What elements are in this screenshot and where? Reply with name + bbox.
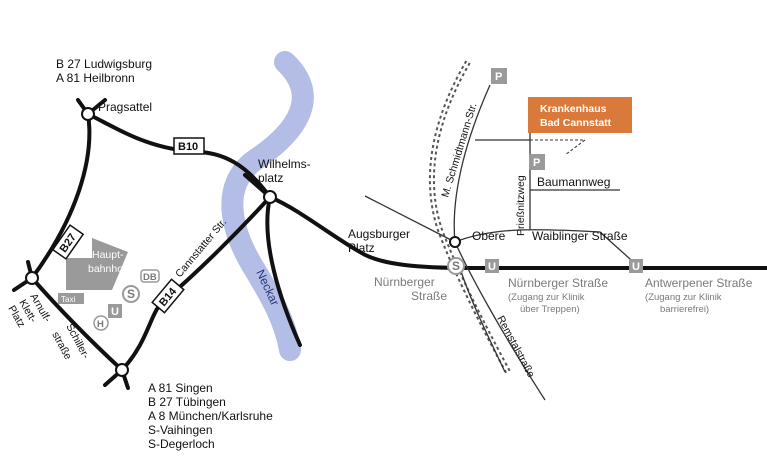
main-roads	[12, 98, 767, 390]
svg-text:S: S	[127, 287, 135, 301]
south-route-4: S-Vaihingen	[148, 423, 213, 437]
north-route-2: A 81 Heilbronn	[56, 71, 135, 85]
obere-label: Obere	[472, 229, 506, 243]
svg-text:U: U	[632, 261, 640, 273]
svg-text:Bad Cannstatt: Bad Cannstatt	[540, 117, 612, 129]
svg-text:P: P	[533, 157, 540, 169]
remstal-label: Remstalstraße	[494, 314, 537, 380]
ubahn-nuernberger-icon: U	[485, 259, 499, 273]
south-route-1: A 81 Singen	[148, 381, 213, 395]
svg-text:Haupt-: Haupt-	[92, 249, 124, 261]
junction-arnulf	[25, 271, 39, 285]
junctions	[25, 107, 461, 377]
schmidtmann-label: M. Schmidtmann-Str.	[439, 102, 479, 199]
bus-icon: H	[93, 315, 109, 331]
shield-b10: B10	[173, 137, 205, 155]
hospital-marker: Krankenhaus Bad Cannstatt	[528, 97, 632, 133]
svg-text:S: S	[452, 259, 460, 273]
augsburger-label-2: Platz	[348, 241, 375, 255]
parking-icon-2: P	[529, 154, 545, 170]
svg-text:B10: B10	[178, 141, 198, 153]
svg-text:H: H	[97, 319, 104, 330]
stop-nuernberger-label: Nürnberger Straße	[508, 276, 608, 290]
stop-antwerpener-note-1: (Zugang zur Klinik	[645, 292, 722, 303]
south-route-5: S-Degerloch	[148, 437, 215, 451]
priessnitz-label: Prießnitzweg	[515, 175, 527, 236]
ubahn-hbf-icon: U	[108, 304, 122, 318]
svg-text:P: P	[495, 71, 502, 83]
stop-nuernberger-note-2: über Treppen)	[520, 304, 580, 315]
stop-nuernberger-note-1: (Zugang zur Klinik	[508, 292, 585, 303]
neckar-river	[221, 51, 314, 361]
wilhelmsplatz-label-2: platz	[258, 171, 283, 185]
baumann-label: Baumannweg	[537, 175, 610, 189]
pragsattel-label: Pragsattel	[98, 100, 152, 114]
db-icon: DB	[140, 269, 160, 283]
north-route-1: B 27 Ludwigsburg	[56, 57, 152, 71]
parking-icon-1: P	[491, 68, 507, 84]
nuernberger-grey-1: Nürnberger	[374, 275, 435, 289]
svg-text:bahnhof: bahnhof	[88, 263, 126, 275]
nuernberger-grey-2: Straße	[411, 289, 447, 303]
hauptbahnhof-building: Haupt- bahnhof	[66, 238, 128, 290]
junction-wilhelmsplatz	[263, 190, 277, 204]
svg-text:Krankenhaus: Krankenhaus	[540, 103, 607, 115]
junction-south	[115, 363, 129, 377]
junction-pragsattel	[81, 107, 95, 121]
stop-antwerpener-note-2: barrierefrei)	[660, 304, 709, 315]
ubahn-antwerpener-icon: U	[629, 259, 643, 273]
svg-text:Taxi: Taxi	[61, 295, 75, 304]
sbahn-hbf-icon: S	[122, 285, 140, 303]
hospital-access-path	[530, 139, 587, 156]
svg-text:U: U	[111, 306, 119, 318]
junction-obere	[449, 236, 461, 248]
svg-text:DB: DB	[143, 272, 157, 283]
taxi-icon: Taxi	[58, 293, 84, 304]
wilhelmsplatz-label-1: Wilhelms-	[258, 157, 311, 171]
shield-b27: B27	[51, 224, 85, 260]
augsburger-label-1: Augsburger	[348, 227, 410, 241]
svg-text:U: U	[488, 261, 496, 273]
south-route-2: B 27 Tübingen	[148, 395, 226, 409]
stop-antwerpener-label: Antwerpener Straße	[645, 276, 753, 290]
waiblinger-label: Waiblinger Straße	[532, 229, 628, 243]
south-route-3: A 8 München/Karlsruhe	[148, 409, 273, 423]
sbahn-nuernberger-icon: S	[447, 257, 465, 275]
